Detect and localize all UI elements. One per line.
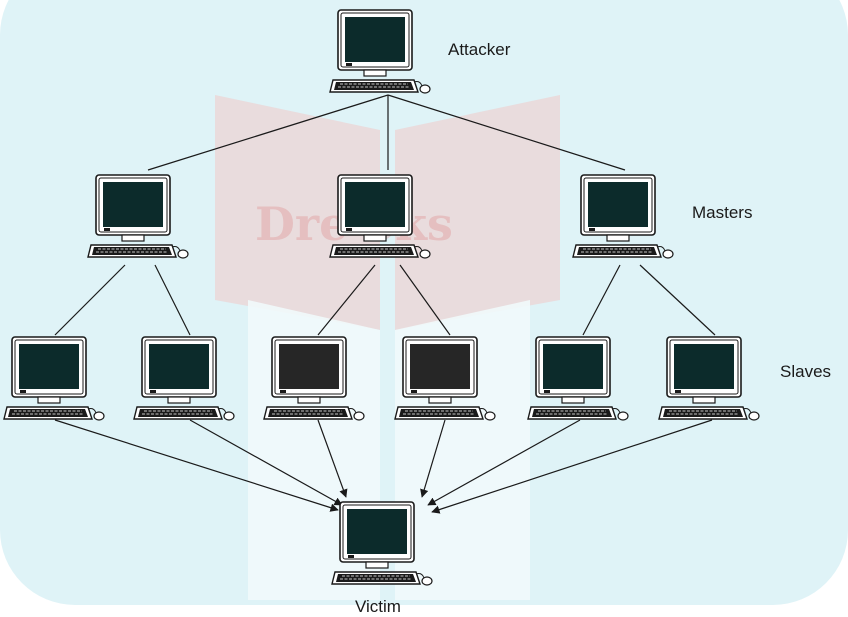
- attacker-label: Attacker: [448, 40, 511, 59]
- slave-computer-icon: [263, 336, 365, 421]
- link-master2-slave3: [317, 264, 376, 336]
- link-master2-slave4: [399, 264, 451, 336]
- arrow-slave3-victim: [317, 419, 348, 498]
- arrow-slave6-victim: [431, 419, 713, 514]
- slave-victim-arrows: [54, 419, 713, 514]
- link-master3-slave6: [639, 264, 716, 336]
- arrow-slave1-victim: [54, 419, 339, 512]
- slaves-label: Slaves: [780, 362, 831, 381]
- arrow-slave2-victim: [189, 419, 343, 506]
- master-slave-links: [54, 264, 716, 336]
- link-master3-slave5: [582, 264, 621, 336]
- link-attacker-master-right: [387, 94, 626, 171]
- attacker-master-links: [147, 94, 626, 171]
- link-master1-slave2: [154, 264, 191, 336]
- slave-computer-icon: [394, 336, 496, 421]
- link-attacker-master-left: [147, 94, 389, 171]
- victim-label: Victim: [355, 597, 401, 616]
- link-master1-slave1: [54, 264, 126, 336]
- arrow-slave5-victim: [427, 419, 581, 506]
- masters-label: Masters: [692, 203, 752, 222]
- arrow-slave4-victim: [420, 419, 446, 498]
